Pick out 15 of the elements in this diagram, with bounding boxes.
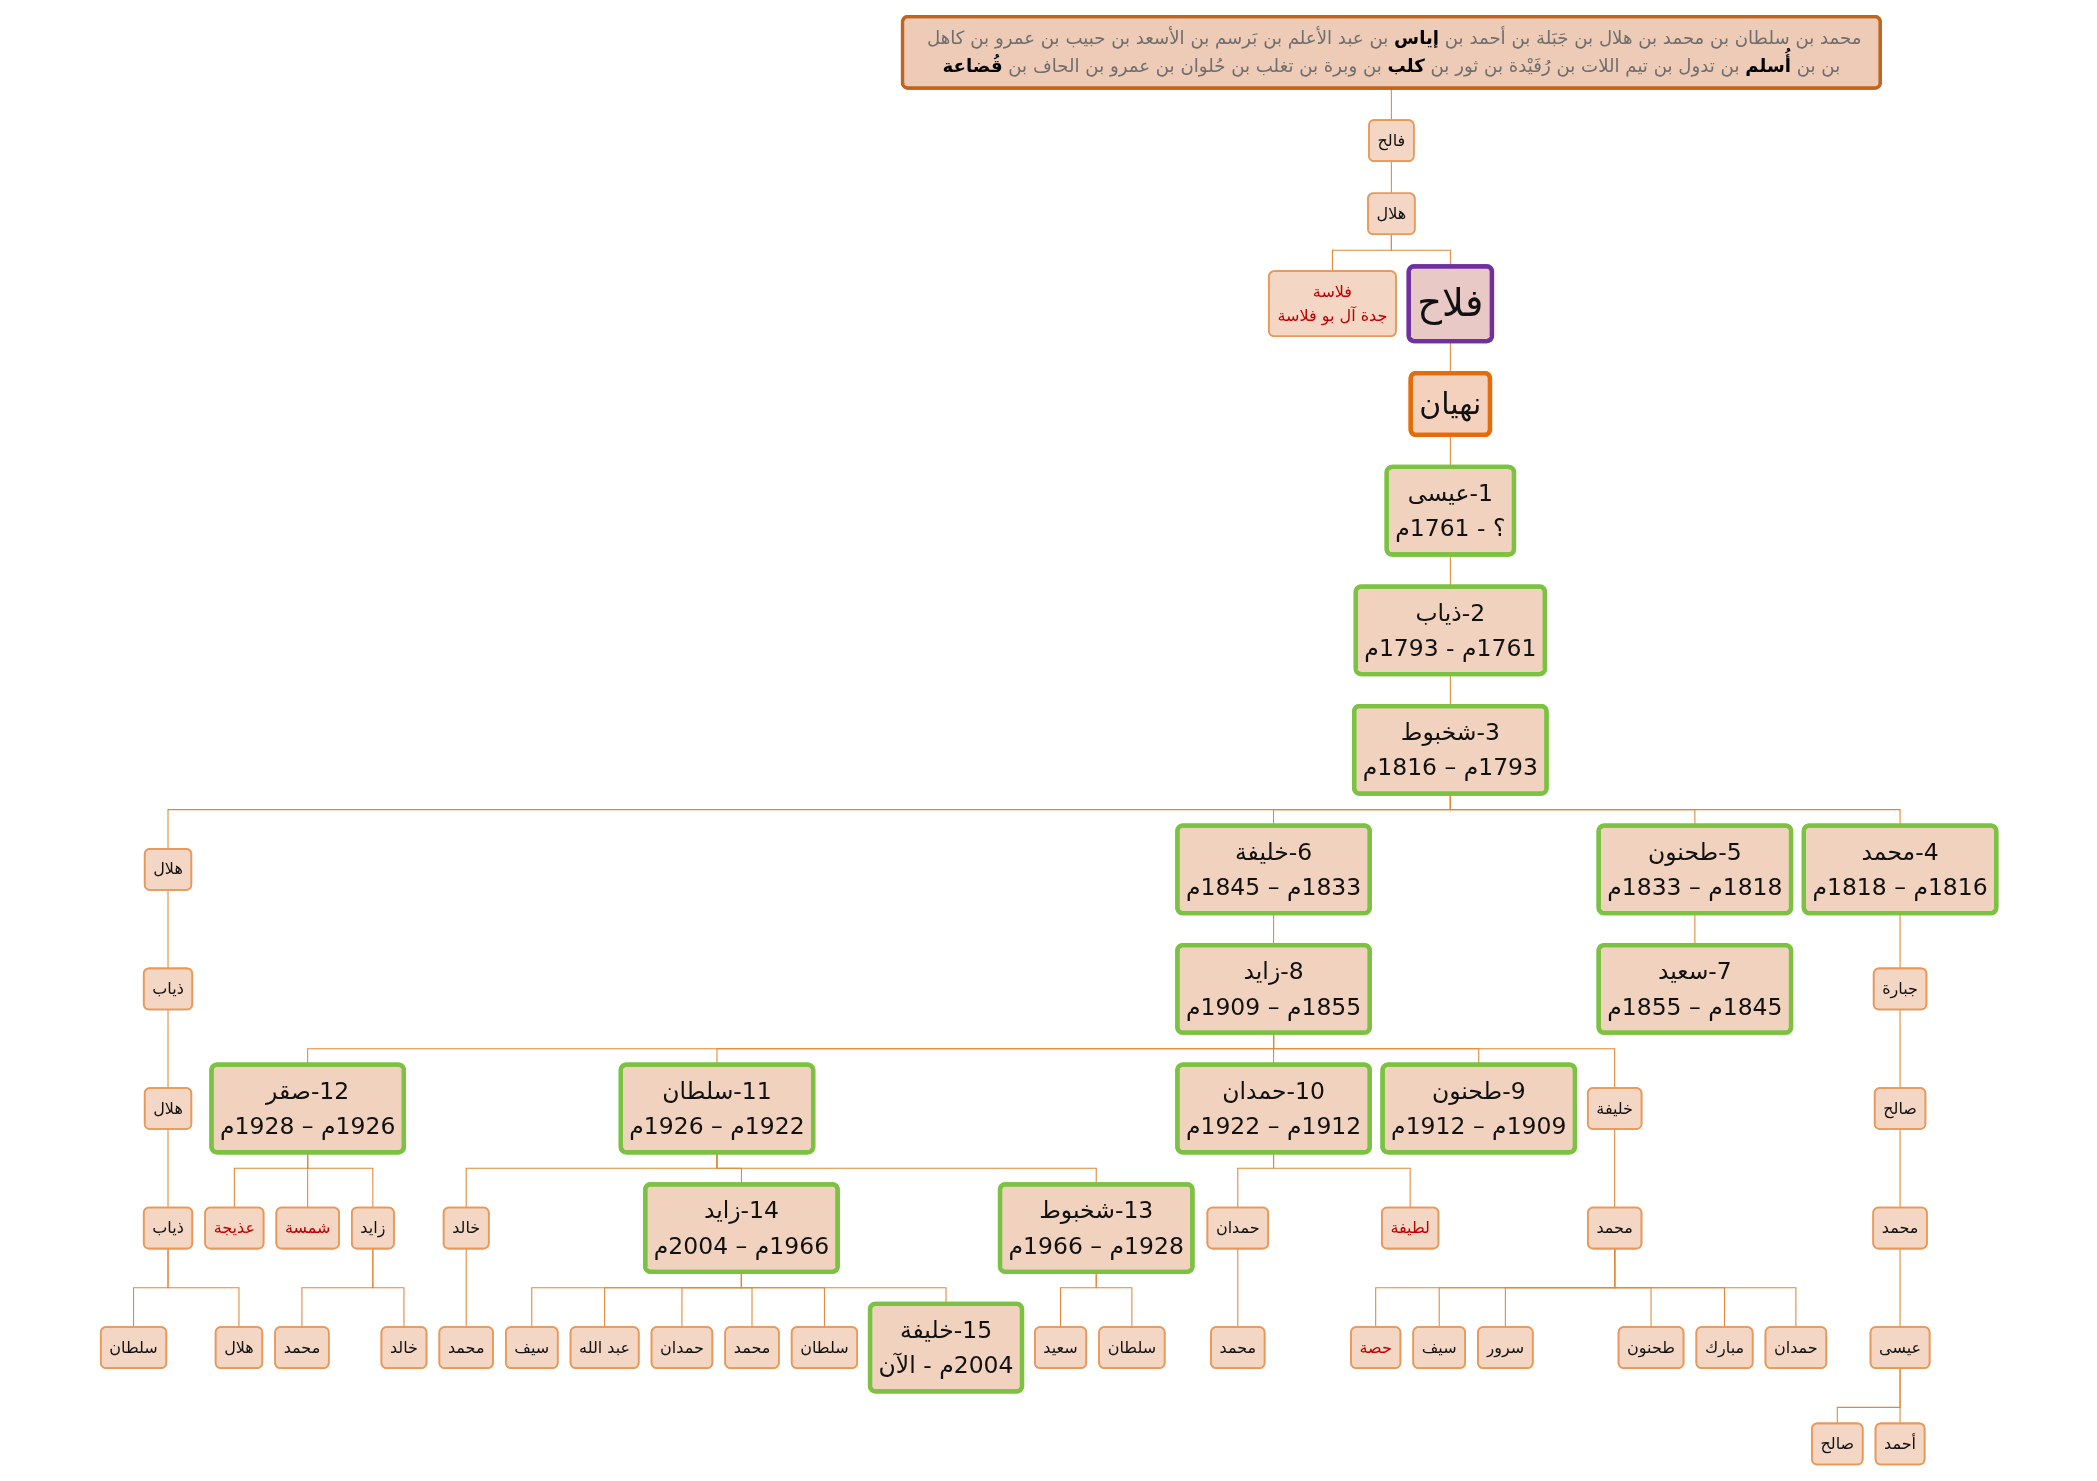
connector: [1899, 1248, 1901, 1328]
connector: [167, 1128, 169, 1209]
connector: [167, 1008, 169, 1089]
connector: [1899, 1008, 1901, 1089]
connector: [1899, 1367, 1901, 1424]
connector: [167, 1248, 240, 1328]
connector: [1899, 1128, 1901, 1209]
connector: [1237, 1248, 1239, 1328]
connector: [1614, 1248, 1797, 1328]
connector: [1390, 160, 1392, 194]
connector: [1836, 1367, 1901, 1424]
connector: [465, 1248, 467, 1328]
connector: [372, 1248, 405, 1328]
connector: [1614, 1128, 1616, 1209]
connector: [167, 889, 169, 969]
